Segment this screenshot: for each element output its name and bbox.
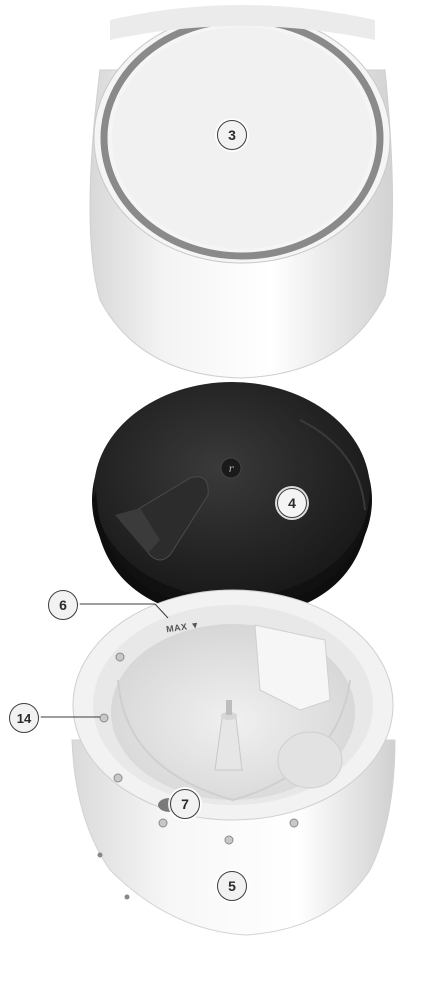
lid <box>90 5 393 378</box>
callout-drain: 7 <box>170 789 200 819</box>
callout-tank-cover: 4 <box>277 488 307 518</box>
tank-cover: r <box>92 382 372 620</box>
callout-max-mark: 6 <box>48 590 78 620</box>
callout-lid: 3 <box>217 120 247 150</box>
callout-base: 5 <box>217 871 247 901</box>
callout-screw: 14 <box>9 703 39 733</box>
